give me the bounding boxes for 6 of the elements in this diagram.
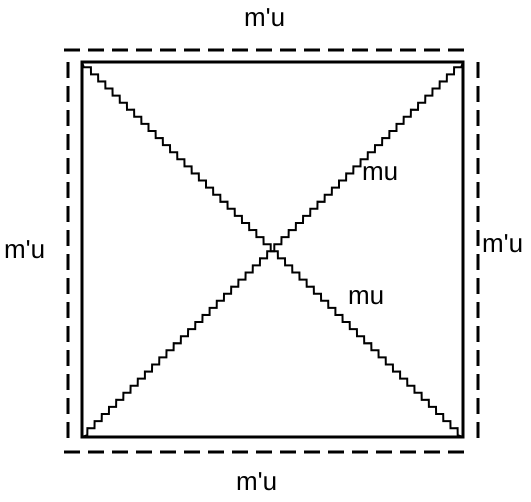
moment-label: m'u [482,230,524,256]
moment-label: m'u [236,468,278,494]
moment-label: m'u [244,4,286,30]
moment-label: mu [362,158,398,184]
moment-label: m'u [4,236,46,262]
moment-label: mu [348,282,384,308]
